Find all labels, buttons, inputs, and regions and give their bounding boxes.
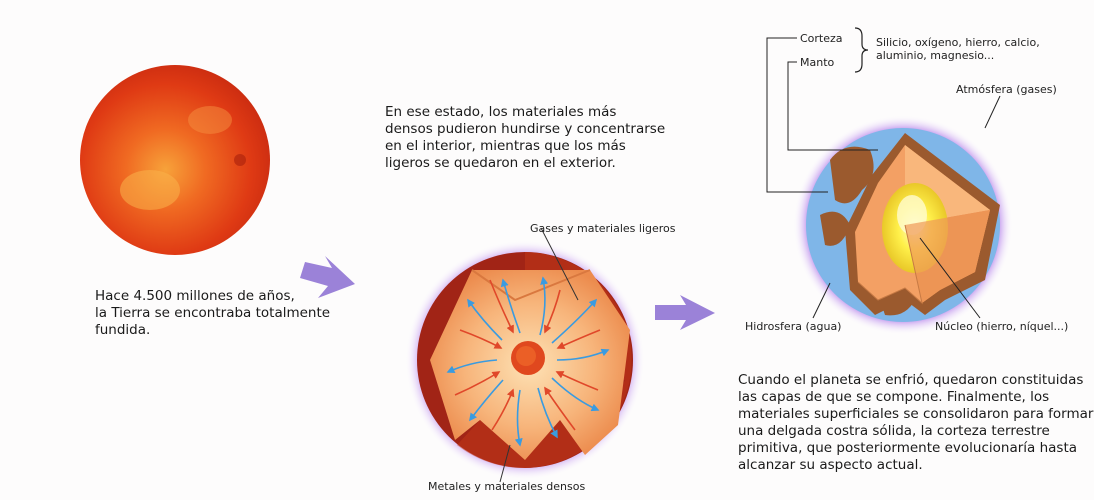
mantle-label: Manto bbox=[800, 56, 835, 69]
hydrosphere-label: Hidrosfera (agua) bbox=[745, 320, 842, 333]
cooling-description: Cuando el planeta se enfrió, quedaron co… bbox=[738, 372, 1094, 473]
gases-label: Gases y materiales ligeros bbox=[530, 222, 676, 235]
molten-description: Hace 4.500 millones de años, la Tierra s… bbox=[95, 288, 331, 338]
differentiating-earth bbox=[405, 227, 645, 483]
differentiation-description: En ese estado, los materiales más densos… bbox=[385, 104, 666, 171]
core-label: Núcleo (hierro, níquel...) bbox=[935, 320, 1069, 333]
crust-label: Corteza bbox=[800, 32, 843, 45]
metals-label: Metales y materiales densos bbox=[428, 480, 586, 493]
molten-earth bbox=[80, 65, 270, 255]
composition-label: Silicio, oxígeno, hierro, calcio, alumin… bbox=[876, 36, 1040, 62]
right-arrow-icon bbox=[300, 256, 355, 298]
layered-earth bbox=[766, 27, 1013, 335]
right-arrow-icon bbox=[655, 295, 715, 330]
atmosphere-label: Atmósfera (gases) bbox=[956, 83, 1057, 96]
